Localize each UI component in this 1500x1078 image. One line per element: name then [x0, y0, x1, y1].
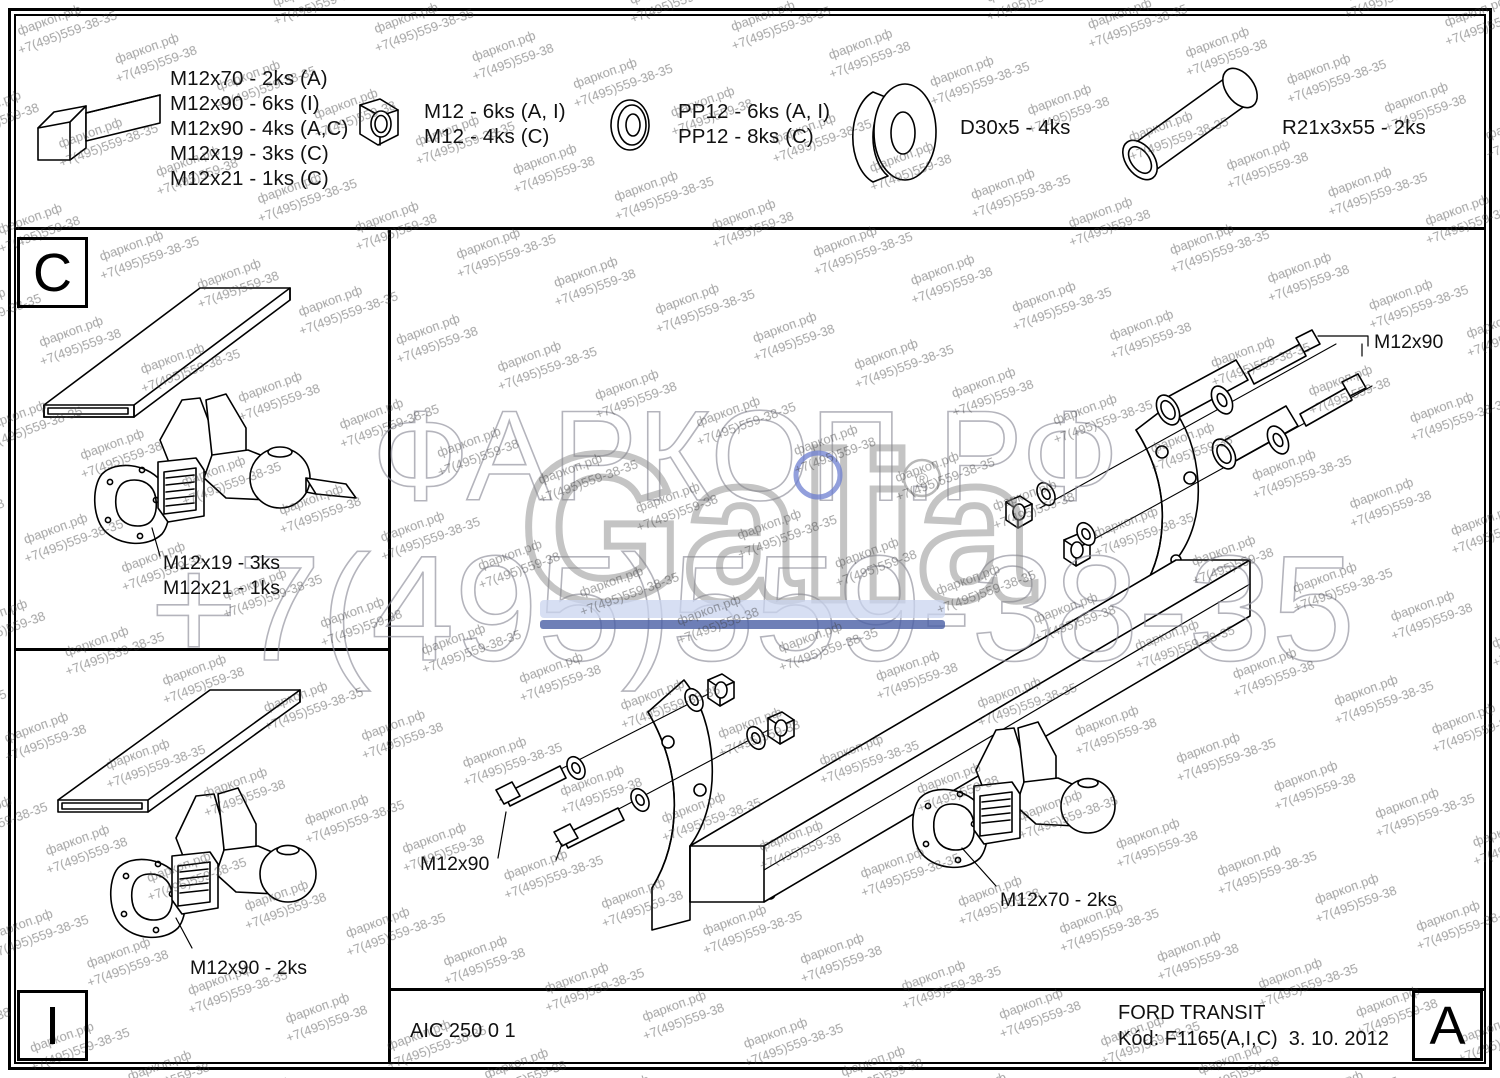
parts-label-tube: R21x3x55 - 2ks — [1282, 116, 1426, 139]
panel-letter-box-i: I — [17, 990, 88, 1061]
panel-letter-box-a: A — [1412, 990, 1483, 1061]
title-vehicle: FORD TRANSIT — [1118, 1002, 1266, 1024]
callout-panel-c-1: M12x19 - 3ks — [163, 552, 281, 574]
title-code-date: Kód: F1165(A,I,C) 3. 10. 2012 — [1118, 1028, 1389, 1050]
panel-letter-a: A — [1429, 995, 1466, 1056]
callout-main-bottom-right: M12x70 - 2ks — [1000, 889, 1118, 911]
parts-label-washer: PP12 - 6ks (A, I) PP12 - 8ks (C) — [678, 100, 831, 148]
callout-panel-i-1: M12x90 - 2ks — [190, 957, 308, 979]
callout-main-bottom-left: M12x90 — [420, 853, 490, 875]
parts-label-nut: M12 - 6ks (A, I) M12 - 4ks (C) — [424, 100, 566, 148]
parts-label-bolt: M12x70 - 2ks (A) M12x90 - 6ks (I) M12x90… — [170, 67, 349, 190]
parts-label-spacer-disc: D30x5 - 4ks — [960, 116, 1071, 139]
callout-main-top-right: M12x90 — [1374, 331, 1444, 353]
callout-panel-c-2: M12x21 - 1ks — [163, 577, 281, 599]
panel-letter-i: I — [44, 995, 60, 1056]
panel-letter-box-c: C — [17, 237, 88, 308]
drawing-number: AIC 250 0 1 — [410, 1020, 516, 1042]
panel-letter-c: C — [33, 242, 72, 303]
